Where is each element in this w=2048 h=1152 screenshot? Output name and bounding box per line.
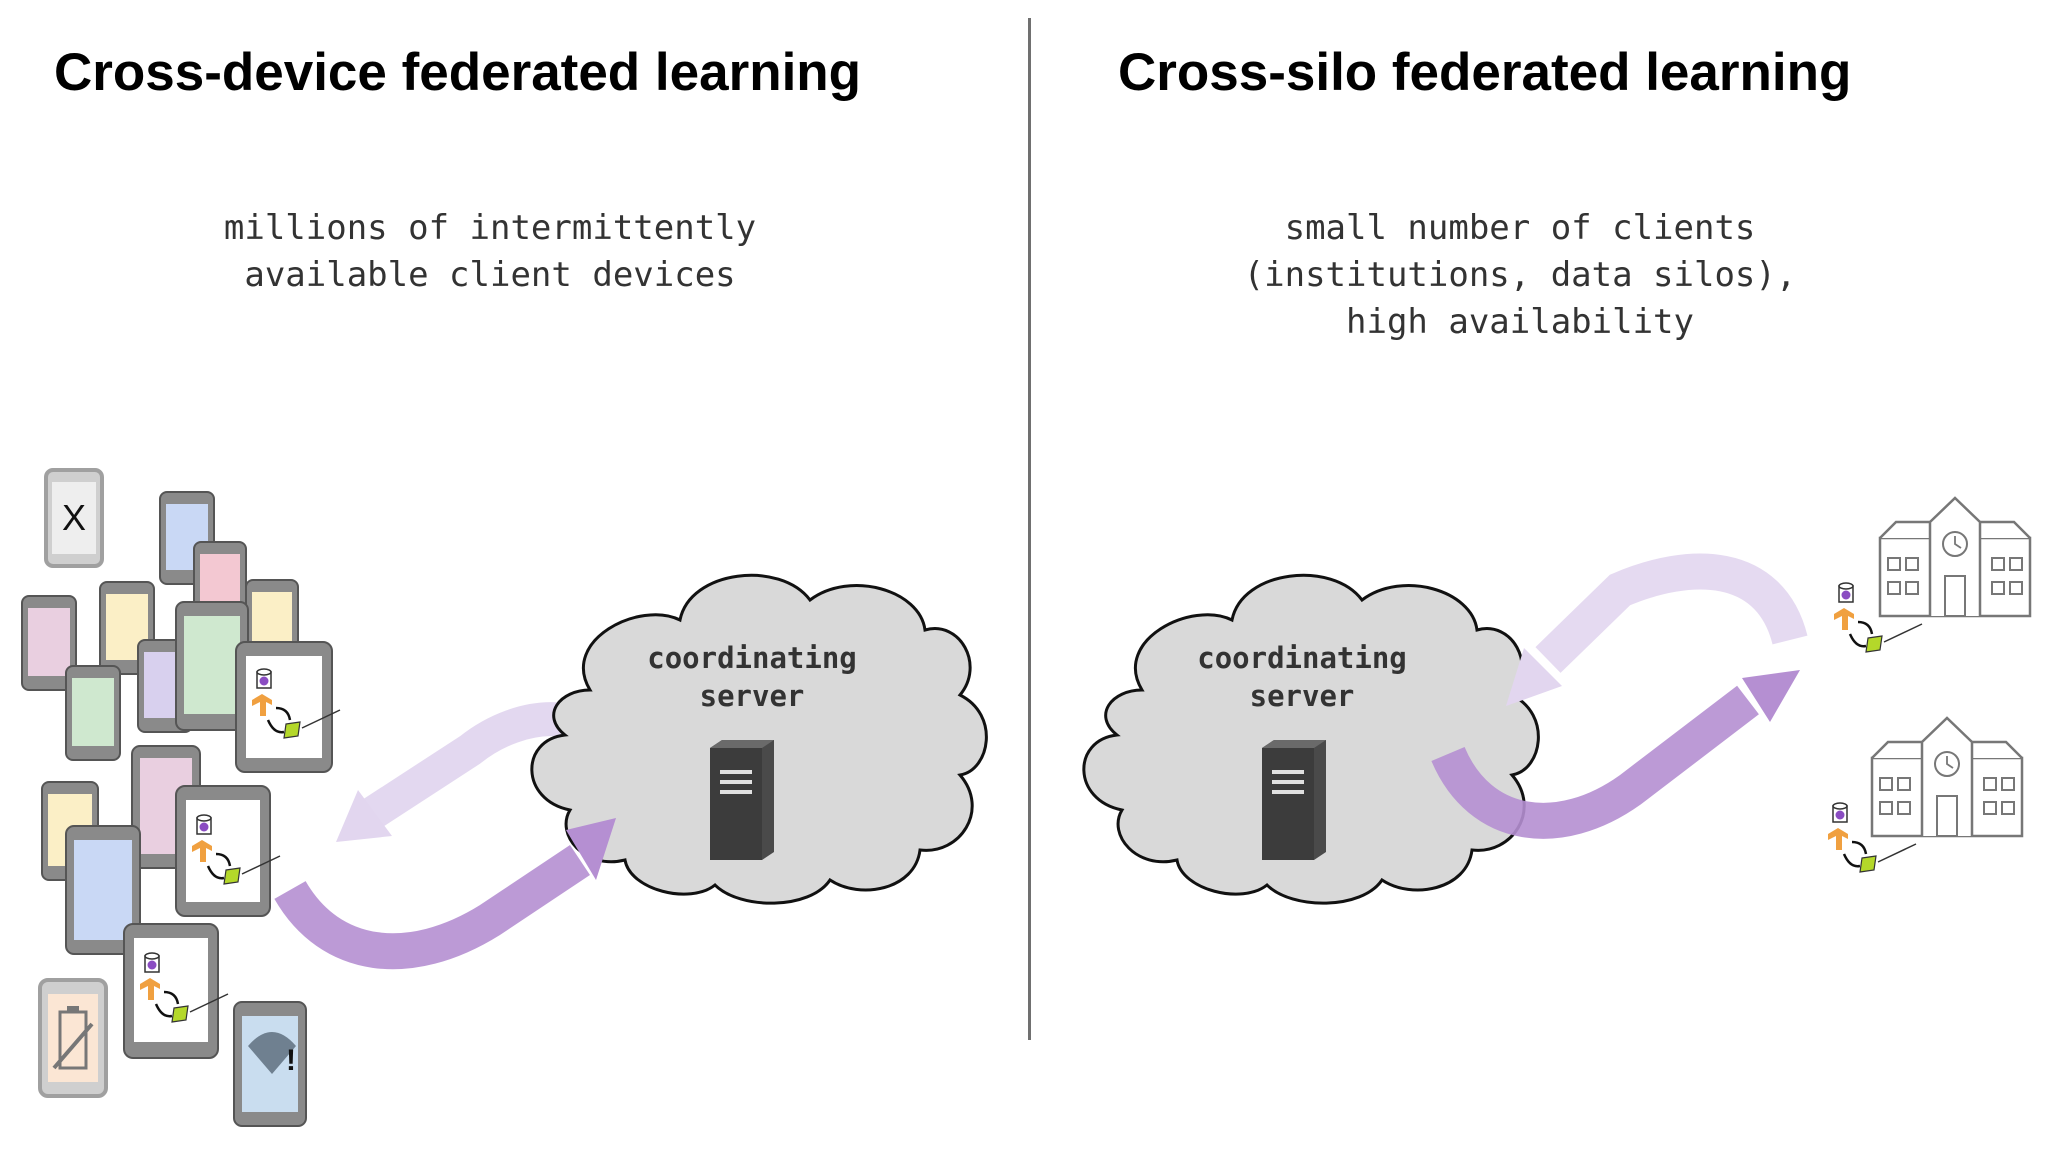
battery-icon: [52, 1006, 94, 1070]
server-icon: [1262, 740, 1326, 860]
server-label-line: coordinating: [1197, 641, 1407, 675]
server-label-line: server: [1250, 679, 1355, 713]
subtitle-line: millions of intermittently: [223, 208, 757, 248]
server-label-line: coordinating: [647, 641, 857, 675]
building-icon: [1870, 716, 2024, 838]
upload-arrow-right: [1431, 670, 1800, 839]
server-icon: [710, 740, 774, 860]
client-phone-with-model: [175, 785, 282, 917]
server-label-line: server: [700, 679, 805, 713]
subtitle-line: small number of clients: [1284, 208, 1756, 248]
download-arrow-right: [1506, 553, 1808, 706]
title-cross-device: Cross-device federated learning: [54, 43, 862, 102]
offline-mark: X: [62, 497, 86, 538]
wifi-alert-mark: !: [286, 1044, 296, 1077]
low-battery-phone: [38, 978, 108, 1098]
smartphone-icon: [65, 665, 121, 761]
phone-cluster: X: [21, 468, 342, 1127]
cloud-icon: [530, 573, 988, 905]
client-phone-with-model: [235, 641, 342, 773]
smartphone-icon: [21, 595, 77, 691]
title-cross-silo: Cross-silo federated learning: [1118, 43, 1852, 102]
subtitle-line: (institutions, data silos),: [1243, 255, 1797, 295]
subtitle-cross-silo: small number of clients (institutions, d…: [1160, 205, 1880, 346]
weak-wifi-phone: !: [233, 1001, 307, 1127]
smartphone-icon: [65, 825, 141, 955]
smartphone-icon: [175, 601, 249, 731]
subtitle-line: high availability: [1346, 302, 1694, 342]
upload-arrow-left: [274, 818, 616, 970]
subtitle-line: available client devices: [244, 255, 736, 295]
building-icon: [1878, 496, 2032, 618]
cloud-icon: [1082, 573, 1540, 905]
offline-phone: X: [44, 468, 104, 568]
panel-divider: [1028, 18, 1031, 1040]
subtitle-cross-device: millions of intermittently available cli…: [130, 205, 850, 299]
wifi-icon: [248, 1032, 296, 1074]
client-phone-with-model: [123, 923, 230, 1059]
